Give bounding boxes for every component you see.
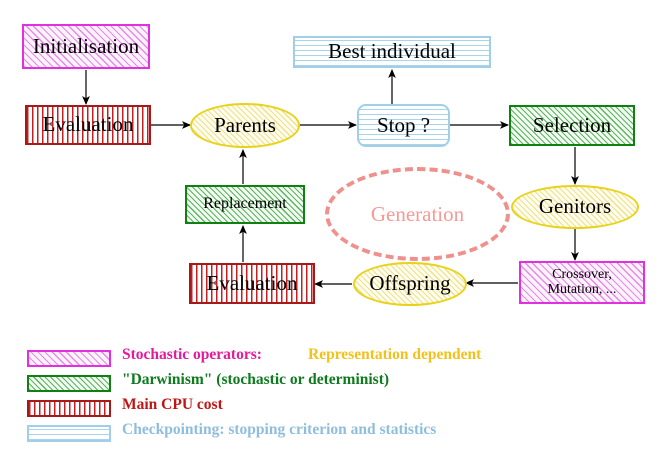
legend-swatch-magenta-diagonal-hatch <box>27 350 111 367</box>
node-selection[interactable]: Selection <box>509 105 635 146</box>
legend-row-darwinism: "Darwinism" (stochastic or determinist) <box>0 371 662 398</box>
node-offspring[interactable]: Offspring <box>353 262 467 306</box>
legend-row-checkpointing: Checkpointing: stopping criterion and st… <box>0 421 662 448</box>
node-genitors-label: Genitors <box>538 194 612 219</box>
node-replacement-label: Replacement <box>203 195 287 213</box>
node-best-individual-label: Best individual <box>328 39 456 64</box>
node-genitors[interactable]: Genitors <box>511 185 639 229</box>
legend-row-cpu-cost: Main CPU cost <box>0 396 662 423</box>
node-selection-label: Selection <box>532 112 612 137</box>
legend-label-darwinism: "Darwinism" (stochastic or determinist) <box>122 371 390 388</box>
legend-label-stochastic-operators: Stochastic operators: <box>122 346 262 363</box>
legend-label-checkpointing: Checkpointing: stopping criterion and st… <box>122 421 437 438</box>
node-evaluation-top-label: Evaluation <box>42 112 134 137</box>
legend: Stochastic operators: Representation dep… <box>0 336 662 471</box>
node-stop[interactable]: Stop ? <box>357 104 450 147</box>
node-evaluation-bottom[interactable]: Evaluation <box>189 263 315 304</box>
node-replacement[interactable]: Replacement <box>185 185 305 224</box>
node-initialisation-label: Initialisation <box>32 33 140 58</box>
legend-swatch-red-vertical-hatch <box>27 400 111 417</box>
legend-swatch-green-diagonal-hatch <box>27 375 111 392</box>
node-generation-label: Generation <box>370 201 465 226</box>
node-best-individual[interactable]: Best individual <box>293 36 491 68</box>
node-crossover-line1: Crossover, <box>552 267 612 283</box>
node-crossover-line2: Mutation, ... <box>547 281 617 297</box>
node-parents-label: Parents <box>214 112 276 137</box>
node-crossover-mutation[interactable]: Crossover, Mutation, ... <box>519 261 645 304</box>
legend-label-representation-dependent: Representation dependent <box>308 346 482 363</box>
node-stop-label: Stop ? <box>376 112 431 137</box>
node-evaluation-top[interactable]: Evaluation <box>25 105 151 145</box>
legend-row-stochastic: Stochastic operators: Representation dep… <box>0 346 662 373</box>
node-evaluation-bottom-label: Evaluation <box>206 270 298 295</box>
node-initialisation[interactable]: Initialisation <box>22 24 150 69</box>
node-parents[interactable]: Parents <box>190 103 300 148</box>
legend-swatch-blue-horizontal-hatch <box>27 425 111 442</box>
node-generation: Generation <box>325 167 510 261</box>
node-offspring-label: Offspring <box>369 271 451 296</box>
legend-label-main-cpu-cost: Main CPU cost <box>122 396 223 413</box>
